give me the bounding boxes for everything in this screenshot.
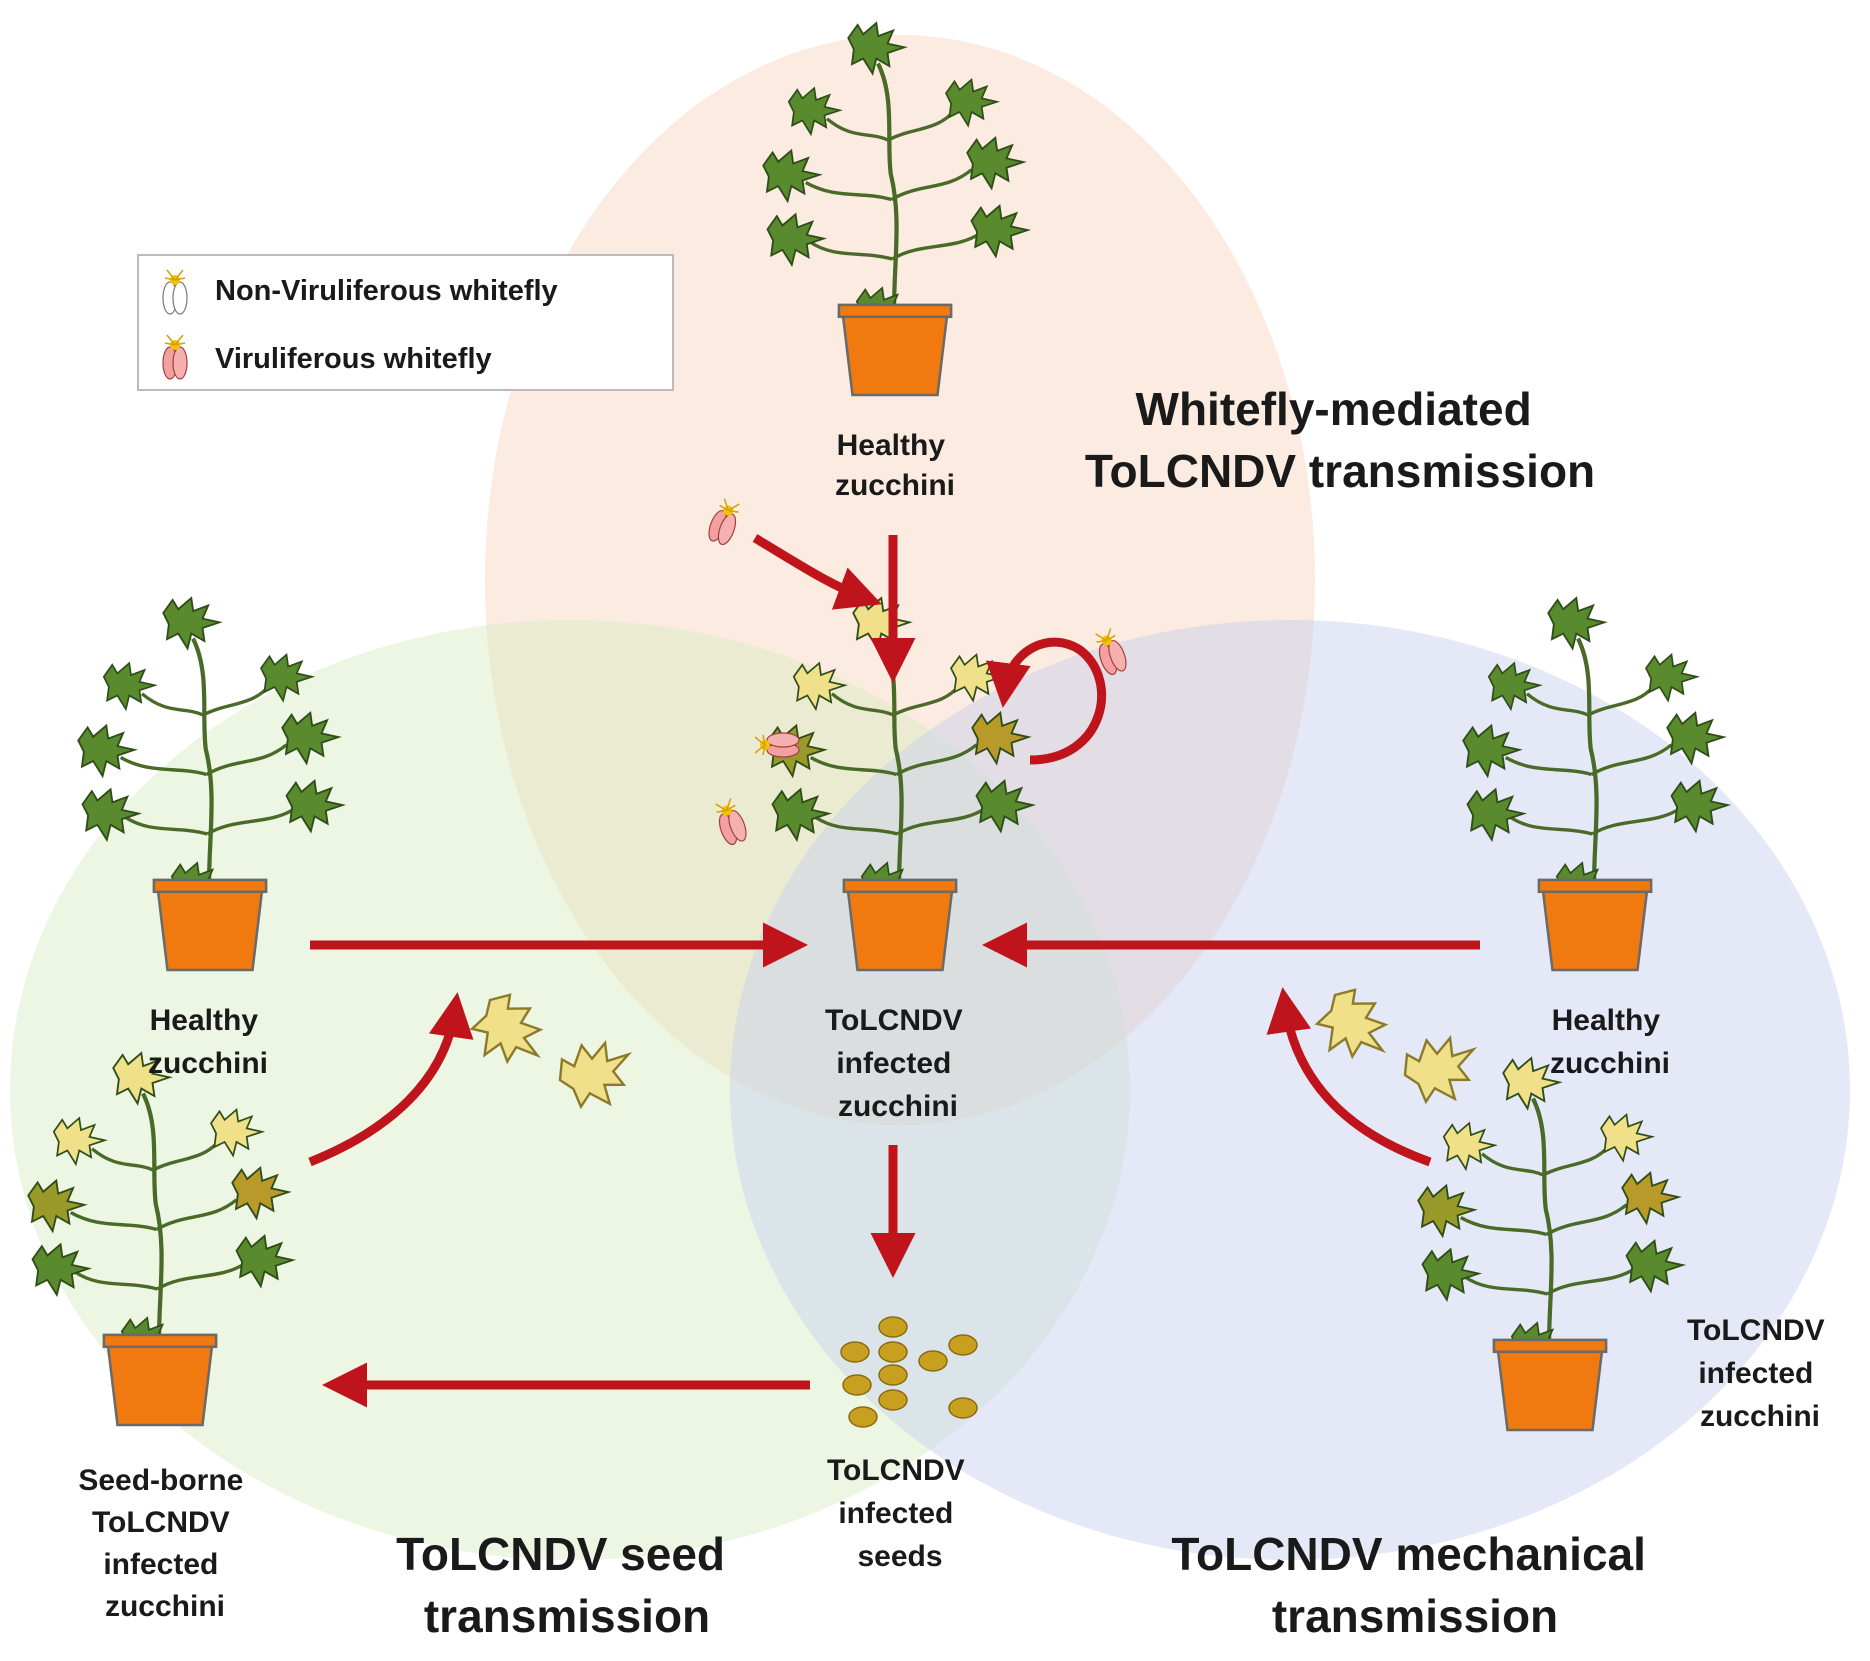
title-mechanical: ToLCNDV mechanical transmission [1171,1528,1658,1642]
mechanical-circle [730,620,1850,1560]
legend-box [137,254,674,391]
label-top-healthy: Healthy zucchini [835,429,955,502]
venn-circles [10,35,1850,1560]
whitefly-circle [485,35,1315,1125]
title-seed: ToLCNDV seed transmission [396,1528,738,1642]
legend: Non-Viruliferous whitefly Viruliferous w… [137,254,674,391]
label-right-infected: ToLCNDV infected zucchini [1687,1314,1833,1433]
arrow-whitefly-to-top [752,534,882,610]
label-right-healthy: Healthy zucchini [1550,1004,1670,1080]
legend-viruliferous: Viruliferous whitefly [215,343,492,375]
label-left-healthy: Healthy zucchini [148,1004,268,1080]
seed-circle [10,620,1130,1560]
arrows [308,534,1480,1408]
label-seeds: ToLCNDV infected seeds [827,1454,973,1573]
arrow-seedborne-up [308,992,474,1167]
seeds-icon [840,1316,978,1428]
label-left-seedborne: Seed-borne ToLCNDV infected zucchini [78,1464,251,1623]
label-center-infected: ToLCNDV infected zucchini [825,1004,971,1123]
title-whitefly: Whitefly-mediated ToLCNDV transmission [1085,383,1595,497]
legend-non-viruliferous: Non-Viruliferous whitefly [215,275,558,307]
arrow-cycle [986,637,1106,765]
arrow-right-infected-up [1266,987,1432,1167]
